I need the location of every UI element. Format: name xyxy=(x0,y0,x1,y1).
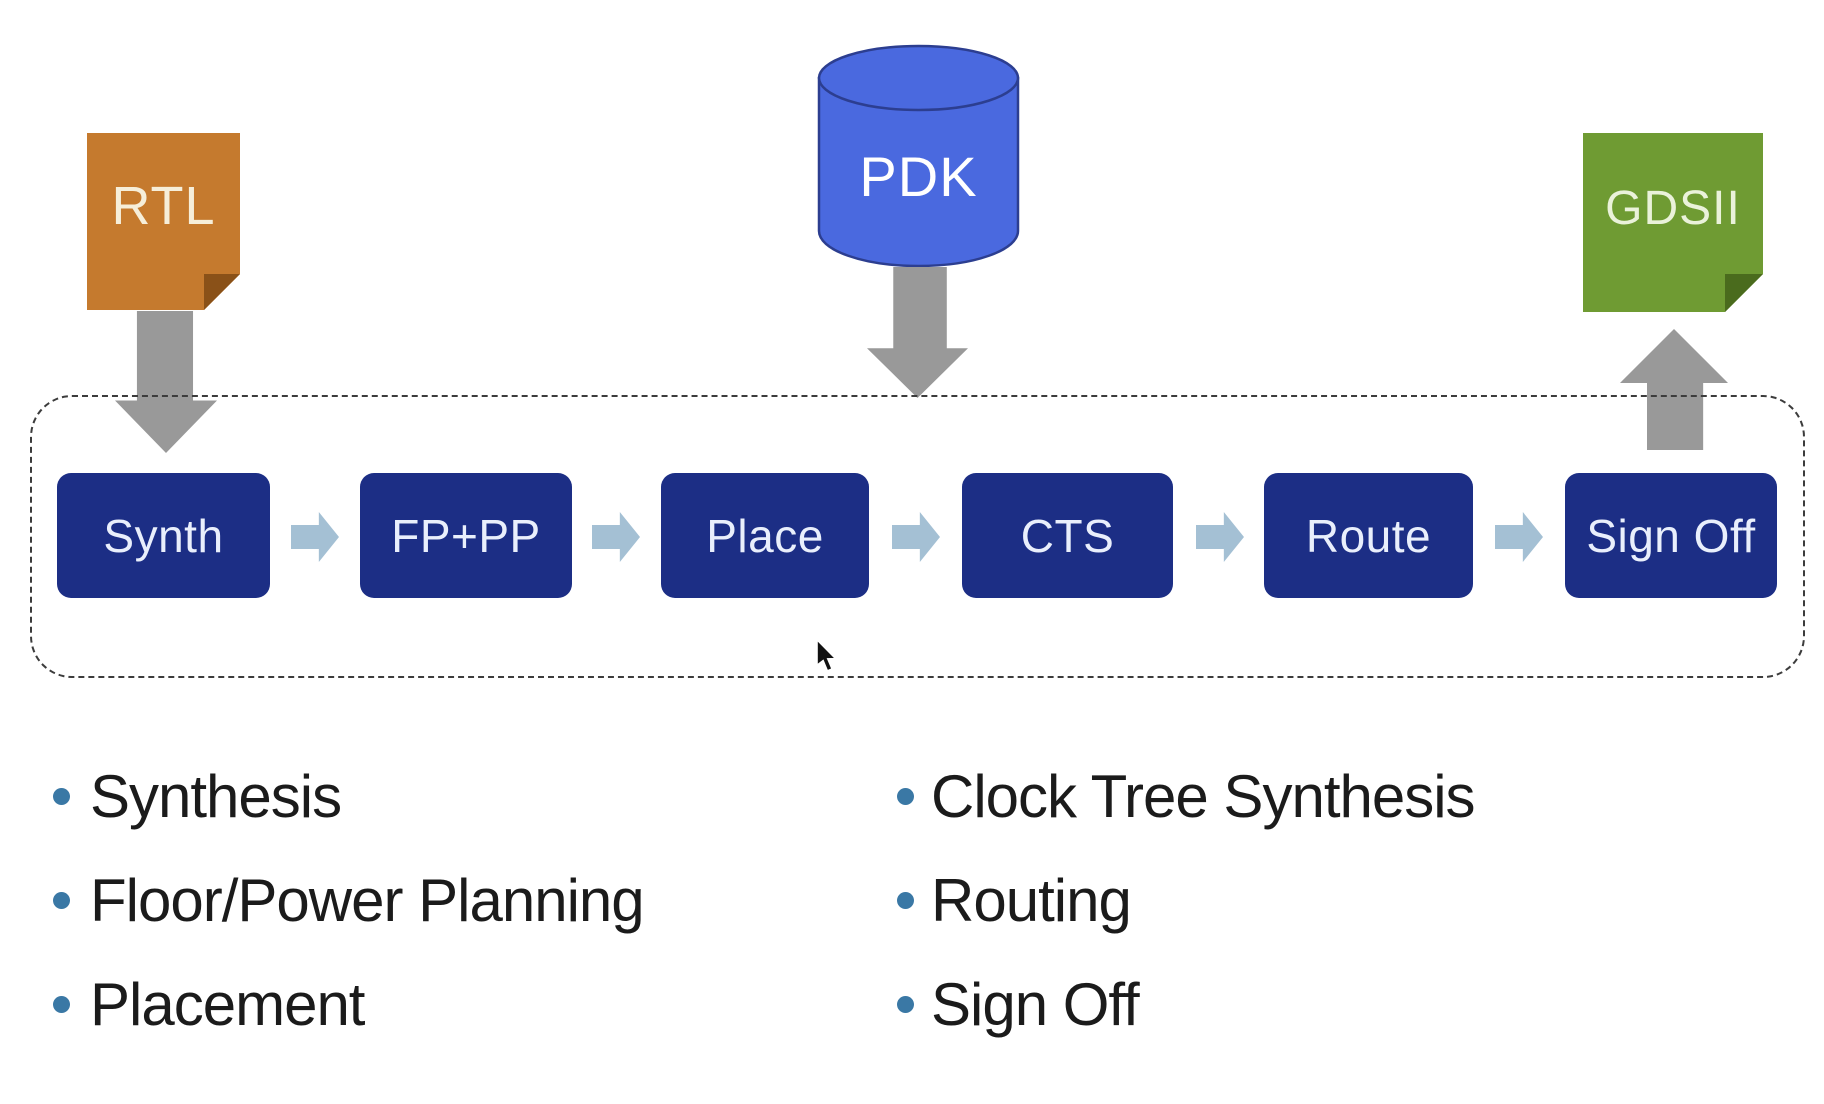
arrow-down-pdk-icon xyxy=(867,267,968,398)
gdsii-note: GDSII xyxy=(1583,133,1763,312)
bullet-icon xyxy=(897,996,914,1013)
bullet-item-routing: Routing xyxy=(931,867,1132,934)
rtl-note-fold xyxy=(204,274,240,310)
gdsii-note-fold xyxy=(1725,274,1763,312)
bullet-item-placement: Placement xyxy=(90,971,365,1038)
bullet-icon xyxy=(53,788,70,805)
mouse-cursor-icon xyxy=(816,640,837,672)
pdk-database-icon xyxy=(817,44,1020,268)
flow-step-label: CTS xyxy=(1020,509,1115,562)
bullet-icon xyxy=(897,892,914,909)
rtl-label: RTL xyxy=(111,176,216,236)
rtl-note: RTL xyxy=(87,133,240,310)
flow-step-label: Sign Off xyxy=(1586,509,1756,562)
pdk-label: PDK xyxy=(859,145,978,208)
flow-step-synth: Synth xyxy=(57,473,270,598)
bullet-icon xyxy=(53,892,70,909)
flow-step-fppp: FP+PP xyxy=(360,473,572,598)
flow-step-label: Place xyxy=(706,509,824,562)
bullet-item-floor-power-planning: Floor/Power Planning xyxy=(90,867,645,934)
flow-step-route: Route xyxy=(1264,473,1473,598)
bullet-item-clock-tree-synthesis: Clock Tree Synthesis xyxy=(931,763,1476,830)
flow-boundary-box xyxy=(30,395,1805,678)
flow-step-label: FP+PP xyxy=(391,509,541,562)
flow-step-label: Synth xyxy=(103,509,224,562)
flow-step-cts: CTS xyxy=(962,473,1173,598)
flow-step-label: Route xyxy=(1305,509,1432,562)
flow-step-signoff: Sign Off xyxy=(1565,473,1777,598)
flow-step-place: Place xyxy=(661,473,869,598)
bullet-item-synthesis: Synthesis xyxy=(90,763,342,830)
bullet-icon xyxy=(897,788,914,805)
bullet-icon xyxy=(53,996,70,1013)
gdsii-label: GDSII xyxy=(1605,182,1741,235)
bullet-item-sign-off: Sign Off xyxy=(931,971,1140,1038)
